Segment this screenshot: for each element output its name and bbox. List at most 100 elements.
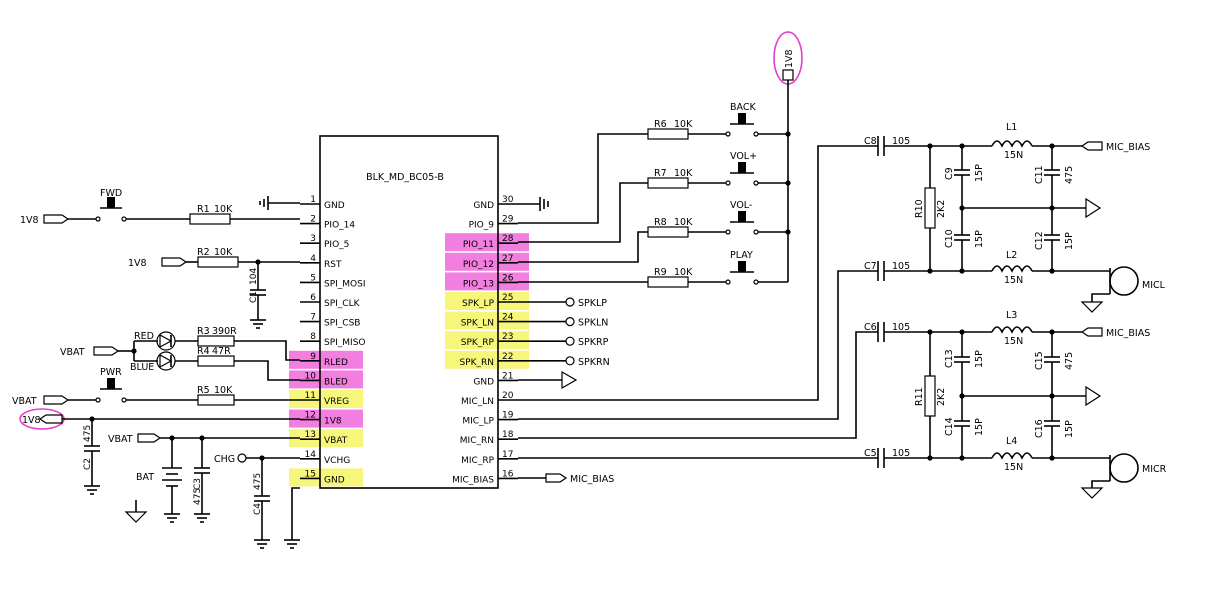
- left-pin-number: 14: [305, 450, 317, 460]
- mic-filter: C8 105 C7 105 C6 105 C5 105 R10 2K2 R11 …: [518, 122, 1167, 499]
- r4-value: 47R: [212, 346, 231, 357]
- left-pin-highlight: [289, 409, 363, 428]
- left-pin-highlight: [289, 350, 363, 369]
- net-vbat-label: VBAT: [60, 347, 85, 358]
- c3-value: 475: [193, 488, 203, 505]
- r9-label: R9: [654, 267, 667, 278]
- ic-name: BLK_MD_BC05-B: [366, 172, 444, 183]
- right-pin-highlight: [445, 272, 529, 291]
- left-pin-number: 11: [305, 391, 316, 401]
- resistor-r2: [197, 256, 239, 268]
- left-pin-name: GND: [324, 475, 345, 485]
- right-pin-number: 29: [502, 215, 514, 225]
- right-pin-highlight: [445, 350, 529, 369]
- gnd-pin1: [259, 196, 300, 210]
- 1v8-pin12-circuit: 1V8 475 C2: [19, 408, 300, 495]
- c13-value: 15P: [974, 350, 985, 368]
- r2-value: 10K: [214, 247, 233, 258]
- pin-highlights: [289, 233, 529, 487]
- left-pin-name: VBAT: [324, 436, 348, 446]
- micl-label: MICL: [1142, 280, 1166, 291]
- c2-label: C2: [83, 458, 93, 470]
- ic-body: [319, 135, 499, 489]
- mic-bias-out: MIC_BIAS: [518, 473, 614, 485]
- inductor-l4: [991, 452, 1033, 460]
- mic-right: [1109, 453, 1139, 483]
- r8-value: 10K: [674, 217, 693, 228]
- left-pin-number: 6: [310, 293, 316, 303]
- net-chg-label: CHG: [214, 454, 235, 465]
- volm-label: VOL-: [730, 200, 752, 211]
- left-pin-name: SPI_MOSI: [324, 279, 366, 289]
- micr-label: MICR: [1142, 464, 1167, 475]
- right-pin-number: 25: [502, 293, 513, 303]
- c10-label: C10: [944, 229, 955, 248]
- mic-left: [1109, 266, 1139, 296]
- c3-label: C3: [193, 478, 203, 490]
- left-pin-number: 12: [305, 411, 316, 421]
- c9-value: 15P: [974, 164, 985, 182]
- inductor-l1: [991, 140, 1033, 148]
- r10-value: 2K2: [936, 200, 947, 218]
- left-pin-highlight: [289, 468, 363, 487]
- right-pin-name: SPK_LP: [462, 299, 495, 309]
- left-pin-number: 2: [310, 215, 316, 225]
- left-pin-highlight: [289, 390, 363, 408]
- c5-label: C5: [864, 448, 877, 459]
- right-pin-highlight: [445, 311, 529, 330]
- c8-value: 105: [892, 136, 910, 147]
- right-pin-name: SPK_RP: [461, 338, 495, 348]
- right-pin-name: PIO_13: [463, 279, 494, 289]
- r3-label: R3: [197, 326, 210, 337]
- speaker-terminal: [565, 317, 575, 327]
- right-pin-name: PIO_11: [463, 240, 494, 250]
- left-pin-name: RST: [324, 260, 342, 270]
- resistor-r7: [647, 177, 689, 189]
- left-pin-highlight: [289, 429, 363, 448]
- mic-bias-out-label: MIC_BIAS: [570, 474, 614, 485]
- c12-value: 15P: [1064, 232, 1075, 250]
- ic-left-pins: 1GND2PIO_143PIO_54RST5SPI_MOSI6SPI_CLK7S…: [300, 195, 366, 485]
- c8-label: C8: [864, 136, 877, 147]
- right-pin-number: 22: [502, 352, 513, 362]
- left-pin-name: VREG: [324, 397, 349, 407]
- right-pin-name: MIC_BIAS: [452, 475, 494, 485]
- speaker-net-label: SPKRP: [578, 337, 609, 348]
- resistor-r3: [197, 335, 235, 347]
- left-pin-number: 4: [310, 254, 316, 264]
- c15-value: 475: [1064, 352, 1075, 370]
- l3-value: 15N: [1004, 336, 1023, 347]
- right-pin-number: 30: [502, 195, 514, 205]
- r8-label: R8: [654, 217, 667, 228]
- r6-value: 10K: [674, 119, 693, 130]
- bat-label: BAT: [136, 472, 154, 483]
- l1-label: L1: [1006, 122, 1017, 133]
- right-pin-name: MIC_RP: [461, 456, 494, 466]
- blue-label: BLUE: [130, 362, 154, 373]
- speaker-terminal: [565, 336, 575, 346]
- resistor-r6: [647, 128, 689, 140]
- left-pin-number: 10: [305, 371, 317, 381]
- inductor-l3: [991, 326, 1033, 334]
- pwr-label: PWR: [100, 367, 122, 378]
- speaker-terminal: [565, 297, 575, 307]
- right-pin-number: 24: [502, 313, 514, 323]
- c1-value: 104: [249, 268, 259, 285]
- mic-bias-bottom-label: MIC_BIAS: [1106, 328, 1150, 339]
- net-1v8-label-3: 1V8: [22, 415, 41, 426]
- c5-value: 105: [892, 448, 910, 459]
- c4-value: 475: [253, 473, 263, 490]
- c14-label: C14: [944, 417, 955, 436]
- resistor-r11: [924, 375, 936, 417]
- button-circuits: 1V8 R6 10K BACK R7 10K VOL+ R8 10K V: [518, 31, 803, 288]
- r1-value: 10K: [214, 204, 233, 215]
- net-flag: [43, 214, 70, 224]
- c11-value: 475: [1064, 166, 1075, 184]
- right-pin-number: 19: [502, 411, 514, 421]
- left-pin-number: 7: [310, 313, 316, 323]
- right-pin-name: GND: [473, 201, 494, 211]
- right-pin-name: MIC_LN: [461, 397, 494, 407]
- right-pin-highlight: [445, 252, 529, 271]
